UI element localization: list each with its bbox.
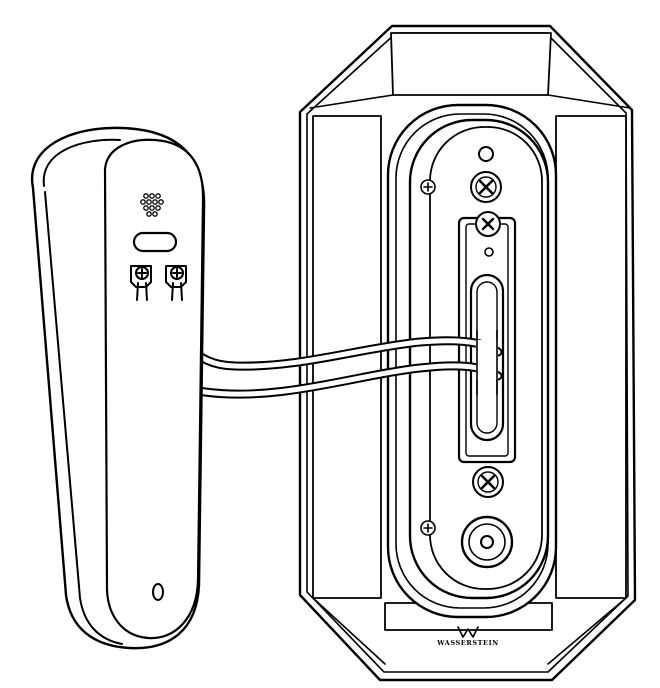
wedge-mount-bevel-line bbox=[312, 597, 386, 665]
wedge-mount-top-panel bbox=[390, 32, 552, 96]
wedge-mount-inner-rim bbox=[306, 32, 629, 673]
wedge-mount-right-side-panel bbox=[555, 115, 627, 599]
phillips-screw-icon bbox=[475, 211, 501, 237]
led-ring-icon bbox=[152, 583, 164, 601]
phillips-screw-icon bbox=[470, 171, 502, 203]
phillips-screw-icon bbox=[420, 179, 436, 195]
doorbell-side-rim bbox=[44, 191, 123, 645]
phillips-screw-icon bbox=[472, 466, 504, 498]
screw-terminal-icon bbox=[130, 265, 152, 301]
wire-ends bbox=[476, 330, 498, 395]
doorbell-label-slot bbox=[132, 231, 178, 253]
video-doorbell bbox=[30, 126, 206, 650]
mounting-hole bbox=[478, 146, 494, 162]
brand-logo bbox=[457, 626, 479, 638]
brand-text: WASSERSTEIN bbox=[436, 639, 499, 647]
mounting-plate-inner bbox=[429, 126, 543, 590]
wedge-mount-bevel-line bbox=[309, 94, 394, 109]
screw-terminal-icon bbox=[165, 265, 187, 301]
wedge-mount-bevel-line bbox=[547, 597, 627, 665]
wedge-mount bbox=[298, 24, 637, 682]
doorbell-front-face bbox=[103, 138, 205, 640]
brand-logo-mark bbox=[457, 626, 479, 638]
wedge-mount-bevel-line bbox=[547, 94, 631, 109]
mounting-hole bbox=[484, 247, 494, 257]
doorbell-side-rim bbox=[42, 138, 121, 187]
speaker-grille-icon bbox=[140, 193, 164, 217]
mounting-hole-large bbox=[460, 515, 514, 569]
phillips-screw-icon bbox=[420, 520, 436, 536]
